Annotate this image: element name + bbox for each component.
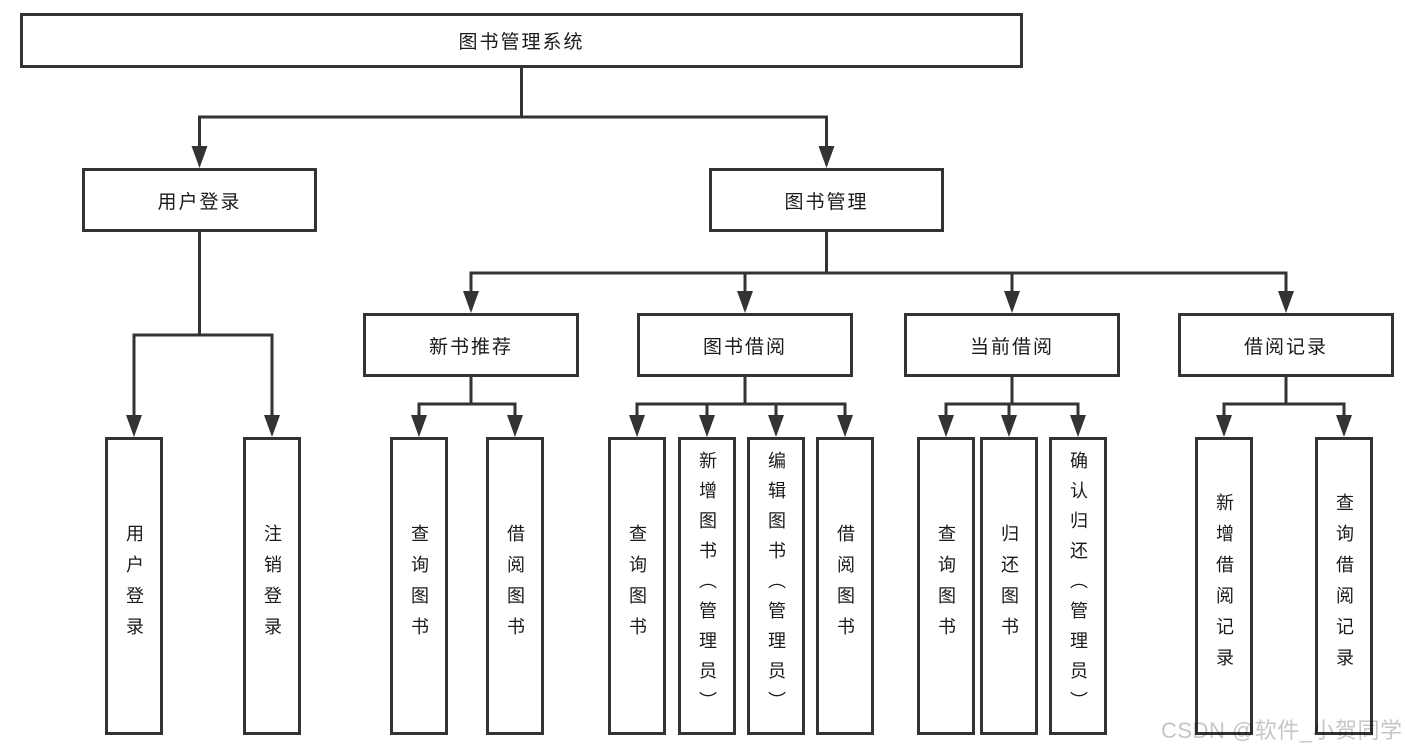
node-label: 新书推荐 xyxy=(428,336,513,358)
node-label: 注销登录 xyxy=(262,524,282,648)
leaf-borrow-book-recommend: 借阅图书 xyxy=(486,437,544,735)
node-label: 借阅图书 xyxy=(835,524,855,648)
node-borrow-record: 借阅记录 xyxy=(1178,313,1394,377)
leaf-add-borrow-record: 新增借阅记录 xyxy=(1195,437,1253,735)
connector-root-to-level2 xyxy=(191,68,835,168)
leaf-logout: 注销登录 xyxy=(243,437,301,735)
node-label: 新增图书（管理员） xyxy=(697,451,717,721)
node-book-management: 图书管理 xyxy=(709,168,944,232)
leaf-edit-book-admin: 编辑图书（管理员） xyxy=(747,437,805,735)
node-new-book-recommend: 新书推荐 xyxy=(363,313,579,377)
node-book-borrow: 图书借阅 xyxy=(637,313,853,377)
connector-new-book-children xyxy=(411,377,523,437)
leaf-query-book-recommend: 查询图书 xyxy=(390,437,448,735)
connector-book-borrow-children xyxy=(629,377,853,437)
connector-book-mgmt-to-level3 xyxy=(463,232,1294,313)
node-label: 确认归还（管理员） xyxy=(1068,451,1088,721)
leaf-return-book: 归还图书 xyxy=(980,437,1038,735)
node-label: 归还图书 xyxy=(999,524,1019,648)
node-label: 查询借阅记录 xyxy=(1334,493,1354,679)
connector-borrow-record-children xyxy=(1216,377,1352,437)
node-label: 借阅图书 xyxy=(505,524,525,648)
node-root-system: 图书管理系统 xyxy=(20,13,1023,68)
leaf-query-book-borrow: 查询图书 xyxy=(608,437,666,735)
leaf-borrow-book: 借阅图书 xyxy=(816,437,874,735)
leaf-confirm-return-admin: 确认归还（管理员） xyxy=(1049,437,1107,735)
connector-user-login-children xyxy=(126,232,280,437)
leaf-query-book-current: 查询图书 xyxy=(917,437,975,735)
node-label: 编辑图书（管理员） xyxy=(766,451,786,721)
leaf-add-book-admin: 新增图书（管理员） xyxy=(678,437,736,735)
node-label: 用户登录 xyxy=(157,191,242,213)
node-label: 新增借阅记录 xyxy=(1214,493,1234,679)
node-label: 图书管理 xyxy=(784,191,869,213)
node-label: 图书管理系统 xyxy=(458,32,585,53)
node-label: 图书借阅 xyxy=(702,336,787,358)
leaf-query-borrow-record: 查询借阅记录 xyxy=(1315,437,1373,735)
node-current-borrow: 当前借阅 xyxy=(904,313,1120,377)
node-label: 查询图书 xyxy=(627,524,647,648)
node-user-login: 用户登录 xyxy=(82,168,317,232)
node-label: 查询图书 xyxy=(936,524,956,648)
connector-current-borrow-children xyxy=(938,377,1086,437)
node-label: 用户登录 xyxy=(124,524,144,648)
csdn-watermark: CSDN @软件_小贺同学 xyxy=(1161,718,1403,743)
node-label: 当前借阅 xyxy=(969,336,1054,358)
leaf-user-login: 用户登录 xyxy=(105,437,163,735)
node-label: 查询图书 xyxy=(409,524,429,648)
node-label: 借阅记录 xyxy=(1243,336,1328,358)
